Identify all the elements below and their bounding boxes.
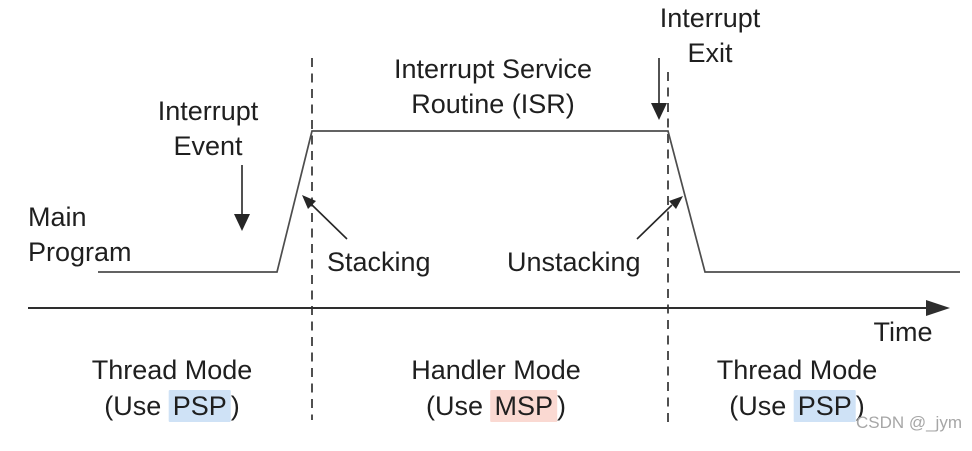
use-prefix: (Use	[729, 391, 794, 421]
use-suffix: )	[855, 391, 865, 421]
psp-stack-badge: PSP	[793, 390, 856, 422]
unstacking-label: Unstacking	[507, 247, 641, 277]
unstacking-pointer-line	[636, 204, 673, 240]
use-prefix: (Use	[425, 391, 491, 421]
handler-mode-stack: (Use MSP)	[411, 388, 581, 424]
use-prefix: (Use	[104, 391, 169, 421]
time-axis-arrowhead-icon	[926, 300, 950, 316]
use-suffix: )	[230, 391, 240, 421]
thread-mode-left-title: Thread Mode	[91, 355, 253, 385]
interrupt-exit-arrowhead-icon	[651, 103, 667, 120]
msp-stack-badge: MSP	[490, 390, 558, 422]
stacking-label: Stacking	[327, 247, 431, 277]
thread-mode-right-title: Thread Mode	[716, 355, 878, 385]
thread-mode-left-caption: Thread Mode (Use PSP)	[91, 352, 253, 424]
thread-mode-right-stack: (Use PSP)	[717, 388, 878, 424]
interrupt-event-label: Interrupt Event	[157, 96, 259, 161]
execution-level-signal-line	[98, 130, 960, 273]
main-program-label: Main Program	[28, 202, 132, 267]
unstacking-pointer-arrowhead-icon	[669, 196, 683, 209]
thread-mode-left-stack: (Use PSP)	[92, 388, 253, 424]
time-axis-label: Time	[873, 317, 933, 347]
stacking-pointer-arrowhead-icon	[302, 195, 316, 209]
csdn-watermark: CSDN @_jym	[855, 413, 962, 432]
handler-mode-caption: Handler Mode (Use MSP)	[411, 352, 581, 424]
isr-label: Interrupt Service Routine (ISR)	[393, 54, 593, 119]
use-suffix: )	[557, 391, 567, 421]
thread-mode-right-caption: Thread Mode (Use PSP)	[716, 352, 878, 424]
stacking-pointer-line	[310, 203, 348, 240]
psp-stack-badge: PSP	[168, 390, 231, 422]
interrupt-event-arrowhead-icon	[234, 214, 250, 231]
interrupt-exit-label: Interrupt Exit	[659, 3, 761, 68]
handler-mode-title: Handler Mode	[411, 355, 581, 385]
